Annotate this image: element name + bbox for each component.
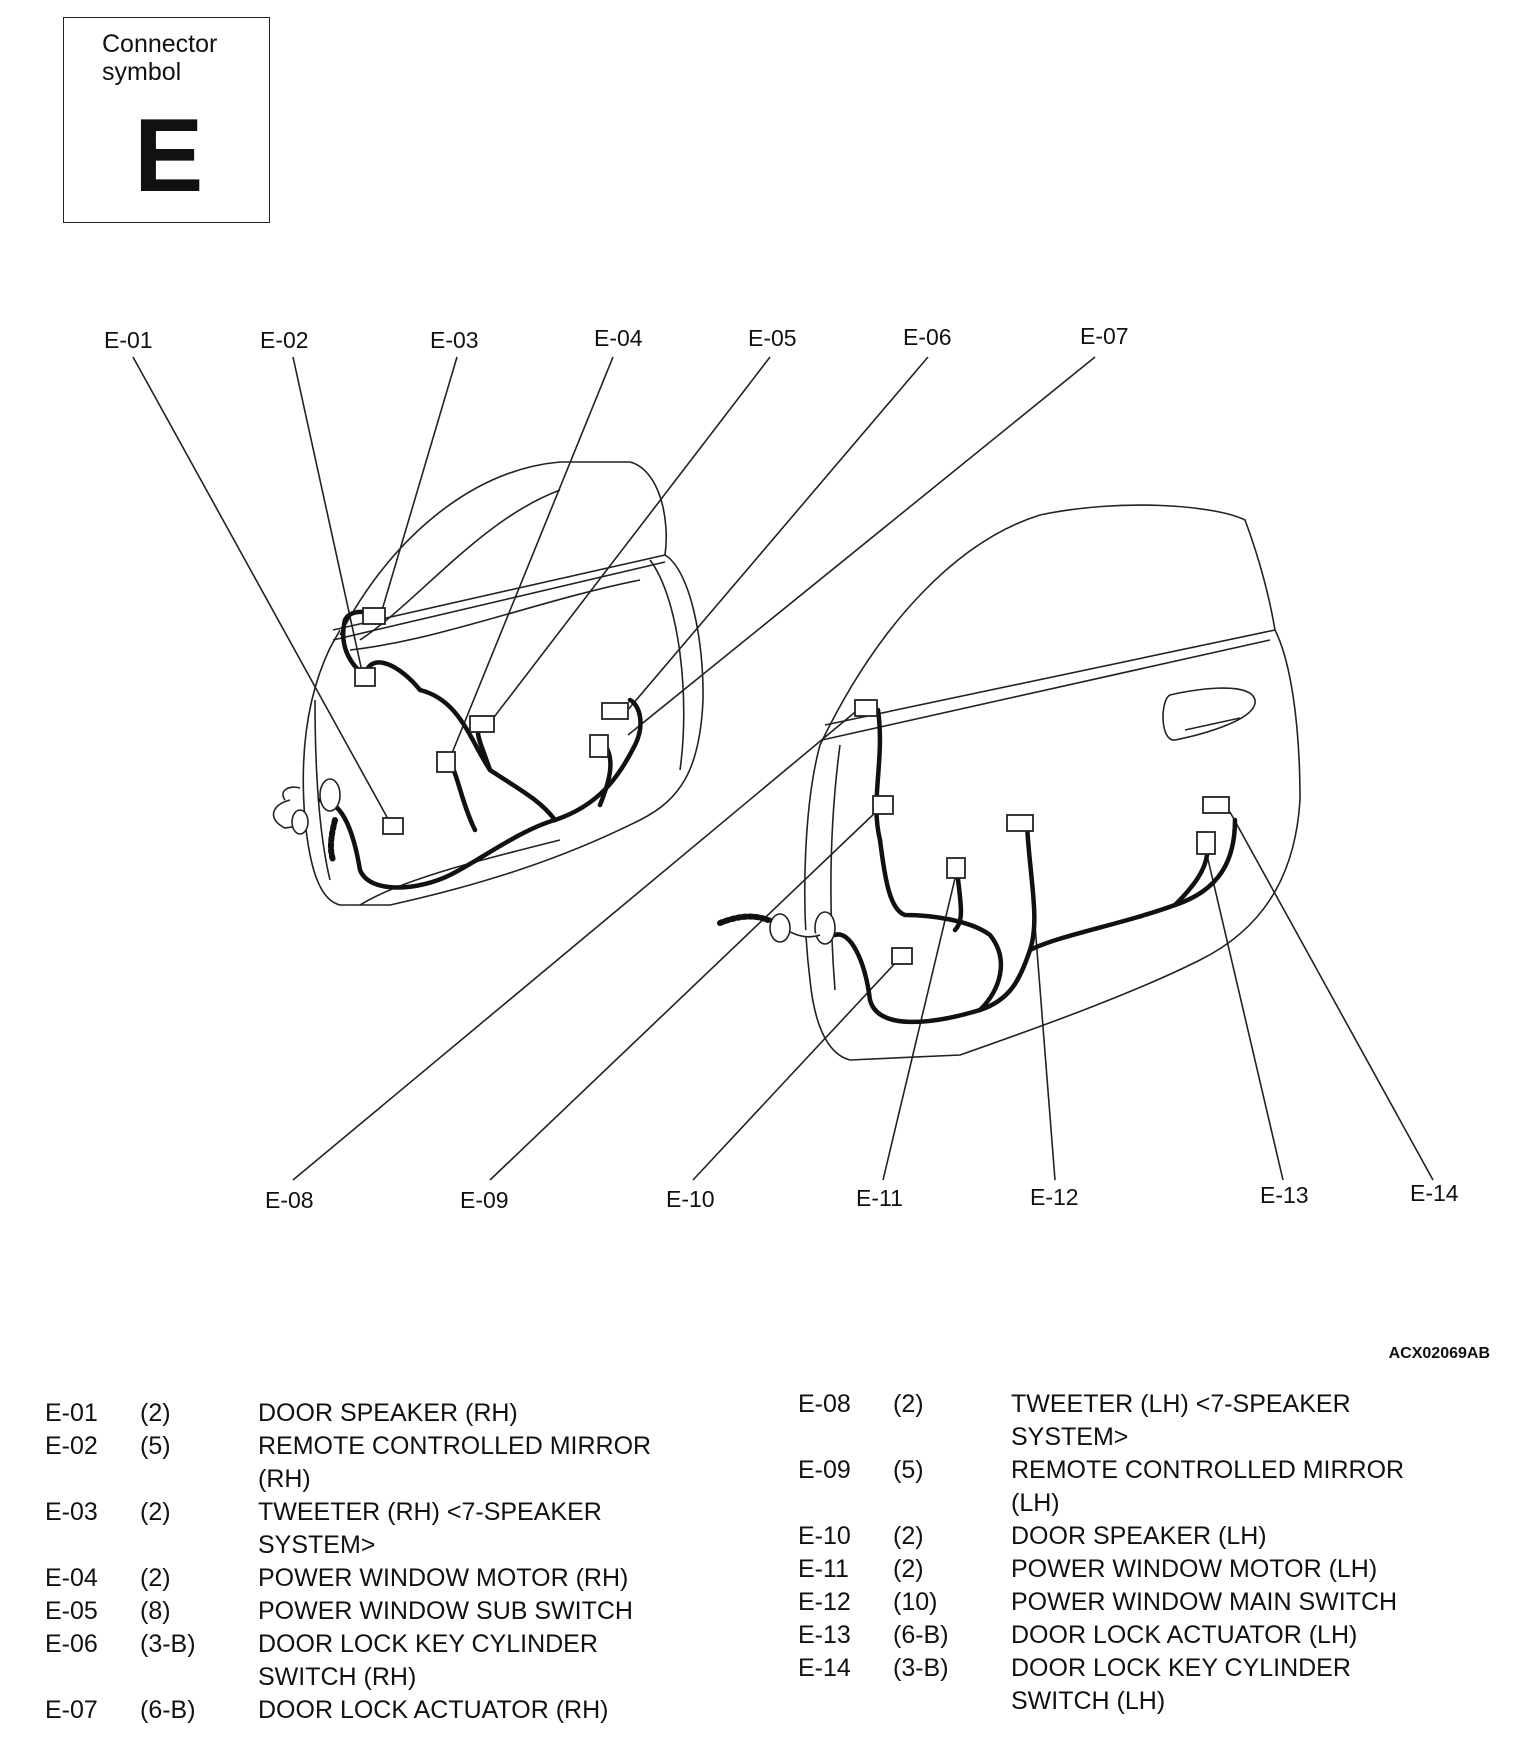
connector-e04 [436, 751, 456, 773]
legend-code: E-05 [45, 1597, 98, 1625]
label-e12: E-12 [1030, 1184, 1079, 1210]
label-e06: E-06 [903, 324, 952, 350]
legend-pins: (2) [140, 1399, 171, 1427]
legend-desc: DOOR SPEAKER (LH) [1011, 1522, 1267, 1550]
legend-code: E-14 [798, 1654, 851, 1682]
legend-pins: (3-B) [140, 1630, 196, 1658]
legend-desc: TWEETER (RH) <7-SPEAKER SYSTEM> [258, 1498, 602, 1559]
legend-pins: (5) [893, 1456, 924, 1484]
legend-desc: POWER WINDOW MOTOR (LH) [1011, 1555, 1378, 1583]
connector-symbol-letter: E [134, 98, 204, 214]
label-e14: E-14 [1410, 1180, 1459, 1206]
legend-code: E-06 [45, 1630, 98, 1658]
connector-e07 [601, 702, 629, 720]
legend-pins: (2) [893, 1522, 924, 1550]
label-e13: E-13 [1260, 1182, 1309, 1208]
legend-pins: (2) [893, 1390, 924, 1418]
legend-code: E-09 [798, 1456, 851, 1484]
rh-grommet [272, 778, 341, 835]
label-e08: E-08 [265, 1187, 314, 1213]
connector-symbol-box: Connector symbol E [63, 17, 270, 223]
connector-e09 [872, 795, 894, 815]
legend-code: E-08 [798, 1390, 851, 1418]
legend-desc: DOOR LOCK ACTUATOR (LH) [1011, 1621, 1358, 1649]
door-harness-diagram: E-01 E-02 E-03 E-04 E-05 E-06 E-07 E-08 … [104, 323, 1459, 1213]
legend-desc: POWER WINDOW MAIN SWITCH [1011, 1588, 1398, 1616]
label-e03: E-03 [430, 327, 479, 353]
label-e09: E-09 [460, 1187, 509, 1213]
lh-wire-harness [717, 707, 1238, 1025]
legend-pins: (6-B) [893, 1621, 949, 1649]
legend-pins: (5) [140, 1432, 171, 1460]
legend-pins: (2) [140, 1498, 171, 1526]
legend-code: E-07 [45, 1696, 98, 1724]
legend-pins: (10) [893, 1588, 938, 1616]
label-e04: E-04 [594, 325, 643, 351]
label-e11: E-11 [856, 1185, 903, 1211]
legend-pins: (2) [140, 1564, 171, 1592]
rh-wire-harness [317, 609, 643, 890]
legend-desc: DOOR LOCK ACTUATOR (RH) [258, 1696, 609, 1724]
label-e02: E-02 [260, 327, 309, 353]
label-e01: E-01 [104, 327, 153, 353]
connector-blocks [354, 607, 1230, 965]
connector-e11 [946, 857, 966, 879]
connector-e05 [469, 715, 495, 733]
legend-desc: DOOR LOCK KEY CYLINDER SWITCH (LH) [1011, 1654, 1351, 1715]
connector-e02 [354, 667, 376, 687]
legend-pins: (8) [140, 1597, 171, 1625]
label-e05: E-05 [748, 325, 797, 351]
legend-code: E-01 [45, 1399, 98, 1427]
label-e10: E-10 [666, 1186, 715, 1212]
connector-e01 [382, 817, 404, 835]
leader-lines-bottom [292, 707, 1434, 1181]
legend-desc: POWER WINDOW SUB SWITCH [258, 1597, 633, 1625]
rh-door-outline [302, 461, 704, 906]
connector-labels: E-01 E-02 E-03 E-04 E-05 E-06 E-07 E-08 … [104, 323, 1459, 1213]
legend-code: E-03 [45, 1498, 98, 1526]
connector-e12 [1006, 814, 1034, 832]
connector-e10 [891, 947, 913, 965]
legend-code: E-04 [45, 1564, 98, 1592]
legend-desc: REMOTE CONTROLLED MIRROR (LH) [1011, 1456, 1405, 1517]
legend-pins: (6-B) [140, 1696, 196, 1724]
lh-grommet [769, 911, 836, 945]
legend-desc: TWEETER (LH) <7-SPEAKER SYSTEM> [1011, 1390, 1351, 1451]
connector-e06 [589, 734, 609, 758]
legend-desc: POWER WINDOW MOTOR (RH) [258, 1564, 629, 1592]
legend-pins: (2) [893, 1555, 924, 1583]
legend-desc: REMOTE CONTROLLED MIRROR (RH) [258, 1432, 652, 1493]
connector-e14 [1202, 796, 1230, 814]
legend-desc: DOOR SPEAKER (RH) [258, 1399, 518, 1427]
figure-id: ACX02069AB [1388, 1345, 1490, 1362]
label-e07: E-07 [1080, 323, 1129, 349]
legend-desc: DOOR LOCK KEY CYLINDER SWITCH (RH) [258, 1630, 598, 1691]
leader-lines-top [132, 356, 1096, 829]
connector-symbol-caption: Connector symbol [102, 30, 218, 86]
connector-e13 [1196, 831, 1216, 855]
legend-code: E-12 [798, 1588, 851, 1616]
legend-code: E-13 [798, 1621, 851, 1649]
connector-e03 [362, 607, 386, 625]
legend-code: E-10 [798, 1522, 851, 1550]
legend-code: E-11 [798, 1555, 849, 1583]
legend-code: E-02 [45, 1432, 98, 1460]
legend-pins: (3-B) [893, 1654, 949, 1682]
connector-e08 [854, 699, 878, 717]
